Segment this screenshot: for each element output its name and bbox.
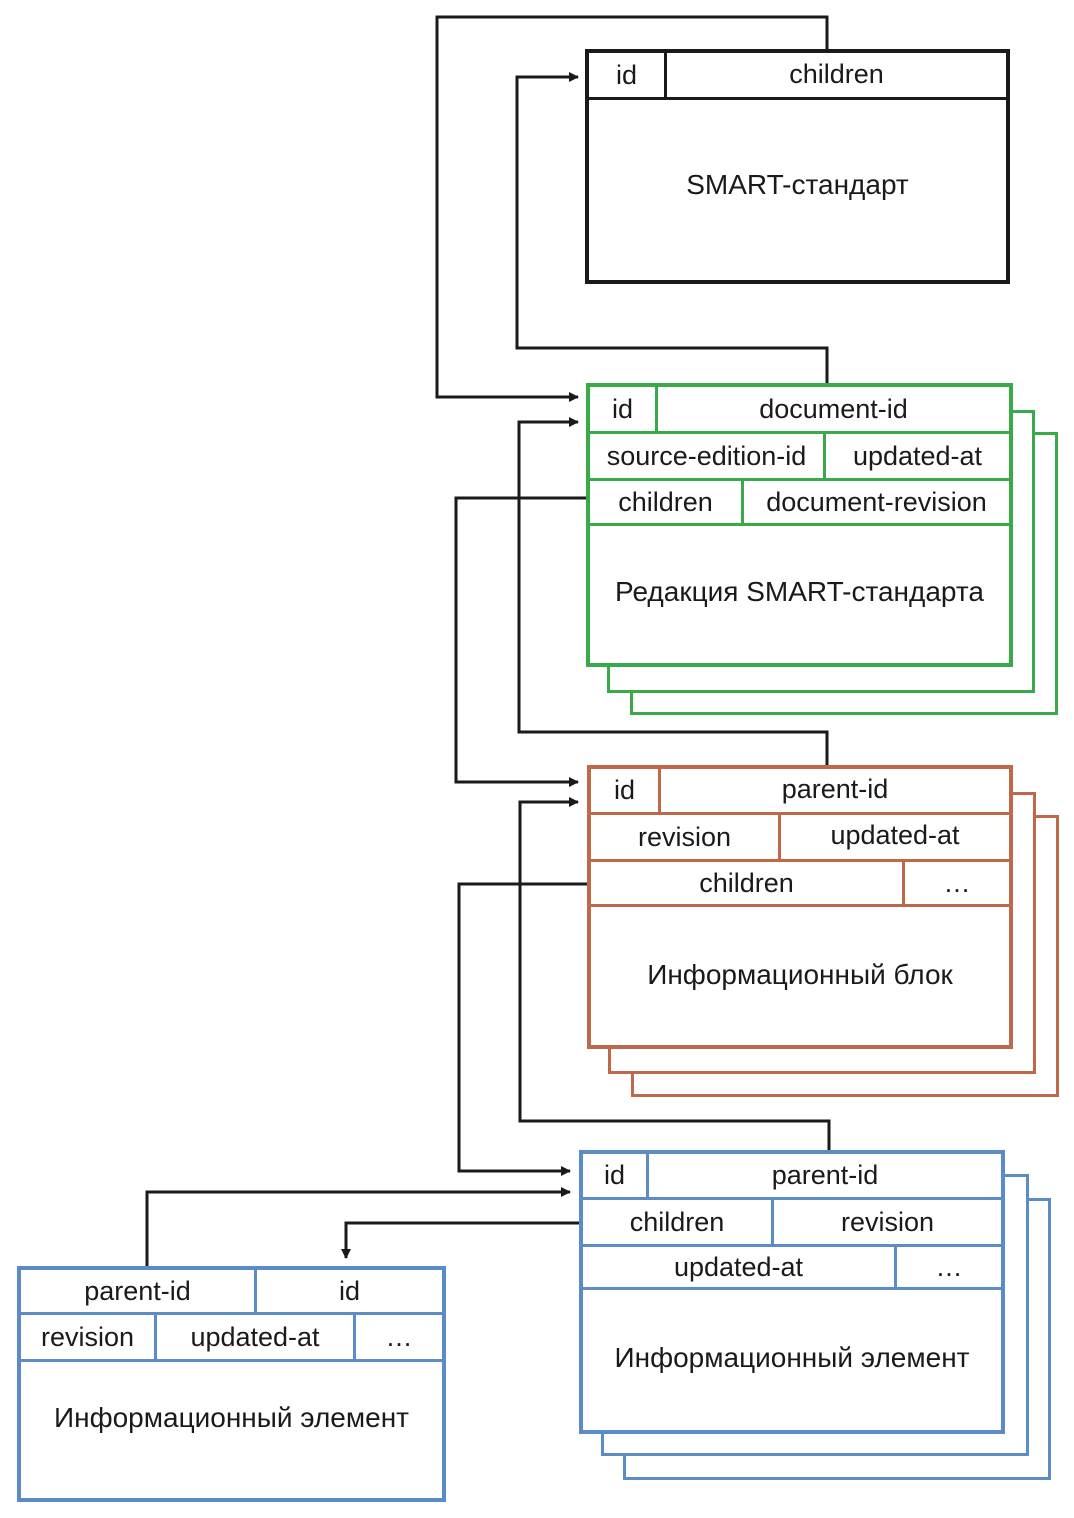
field-updated-at: updated-at [583, 1247, 897, 1287]
divider [21, 1312, 442, 1315]
entity-title: Информационный элемент [53, 1402, 409, 1433]
field-id: id [589, 53, 667, 97]
entity-info-element: id parent-id children revision updated-a… [579, 1150, 1005, 1434]
divider [21, 1359, 442, 1362]
field-revision: revision [591, 815, 781, 859]
arrow-block-children-to-element [457, 882, 588, 1176]
arrow-block-to-edition-id [517, 417, 829, 766]
field-updated-at: updated-at [852, 440, 983, 471]
field-revision: revision [21, 1315, 157, 1359]
divider [583, 1287, 1001, 1290]
field-updated-at: updated-at [157, 1315, 356, 1359]
entity-smart-standard: id children SMART-стандарт [585, 49, 1010, 284]
arrow-standard-children-to-edition [435, 15, 829, 402]
field-children: children [583, 1200, 774, 1244]
arrow-edition-children-to-block [454, 496, 586, 787]
divider [590, 431, 1009, 434]
entity-child-info-element: parent-id id revision updated-at … Инфор… [17, 1266, 446, 1502]
field-more: … [943, 867, 971, 898]
field-parent-id: parent-id [781, 773, 889, 804]
field-more: … [935, 1251, 963, 1282]
field-id: id [338, 1275, 360, 1306]
divider [583, 1244, 1001, 1247]
divider [590, 523, 1009, 526]
field-parent-id: parent-id [771, 1160, 879, 1190]
divider [591, 812, 1009, 815]
divider [591, 859, 1009, 862]
field-children: children [590, 481, 744, 523]
field-id: id [591, 769, 661, 812]
entity-title: SMART-стандарт [686, 169, 909, 200]
arrow-edition-to-standard-id [515, 72, 829, 383]
field-children: children [789, 58, 884, 89]
entity-title: Информационный элемент [614, 1342, 970, 1373]
field-document-id: document-id [759, 393, 908, 424]
arrow-element-to-block-id [518, 797, 831, 1150]
divider [590, 478, 1009, 481]
field-source-edition-id: source-edition-id [590, 434, 826, 478]
entity-title: Информационный блок [647, 959, 953, 990]
field-updated-at: updated-at [830, 819, 960, 850]
divider [589, 97, 1006, 100]
field-parent-id: parent-id [21, 1270, 257, 1312]
entity-title: Редакция SMART-стандарта [615, 576, 984, 607]
field-revision: revision [840, 1206, 935, 1237]
field-more: … [385, 1321, 413, 1352]
arrow-element-children-to-child [341, 1221, 581, 1259]
field-id: id [590, 387, 658, 431]
field-children: children [591, 862, 905, 904]
entity-smart-edition: id document-id source-edition-id updated… [586, 383, 1013, 667]
divider [591, 904, 1009, 907]
divider [583, 1197, 1001, 1200]
field-id: id [583, 1154, 649, 1197]
arrow-child-to-element-id [145, 1187, 571, 1268]
field-document-revision: document-revision [766, 486, 987, 517]
entity-info-block: id parent-id revision updated-at childre… [587, 765, 1013, 1049]
